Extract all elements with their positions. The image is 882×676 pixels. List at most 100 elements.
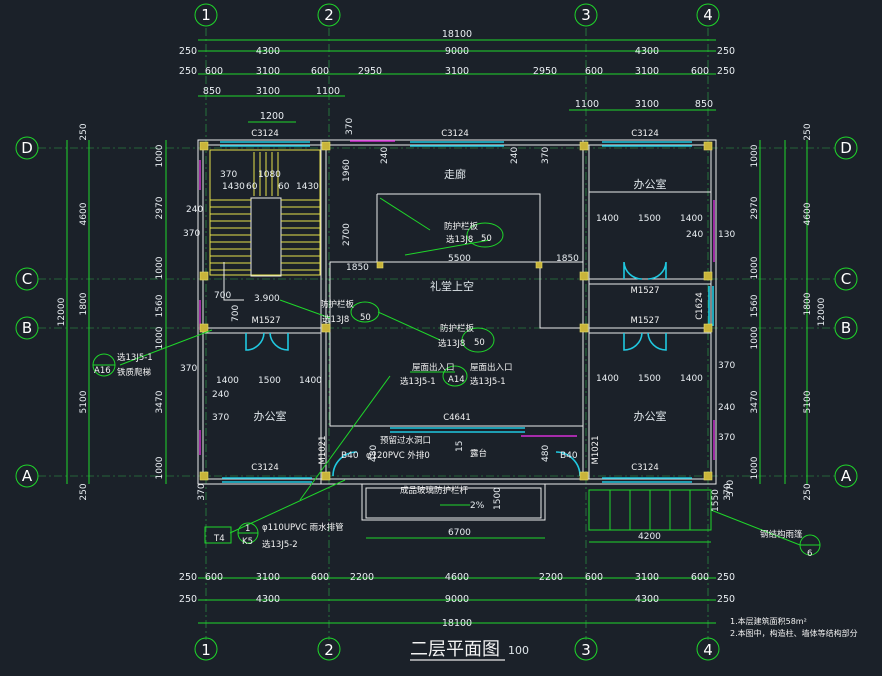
canopy bbox=[92, 197, 821, 556]
dim-text: 2950 bbox=[533, 66, 557, 77]
room-office-sw: 办公室 bbox=[254, 409, 287, 423]
label-drain: φ120PVC 外排0 bbox=[366, 450, 430, 461]
dim-text: 600 bbox=[691, 572, 709, 583]
dim-text: 240 bbox=[686, 230, 703, 240]
columns bbox=[199, 141, 713, 481]
dim-text: 250 bbox=[803, 483, 813, 500]
dim-text: 250 bbox=[79, 123, 89, 140]
label-steel-canopy: 钢结构雨篷 bbox=[760, 529, 803, 540]
dim-text: B40 bbox=[560, 451, 578, 461]
label-rain-pipe: φ110UPVC 雨水排管 bbox=[262, 522, 344, 533]
dim-text: 2970 bbox=[750, 196, 760, 219]
tag-door: M1527 bbox=[252, 316, 281, 326]
dim-top-overall: 18100 bbox=[442, 29, 472, 40]
tag-door: M1021 bbox=[318, 436, 328, 465]
label-ref: 选13J8 bbox=[438, 338, 465, 349]
tag-door: M1527 bbox=[631, 286, 660, 296]
dim-text: 1000 bbox=[750, 456, 760, 479]
dims-top-text: 18100 250 4300 9000 4300 250 250 600 310… bbox=[179, 29, 735, 122]
axis-1-top: 1 bbox=[201, 6, 211, 24]
dim-text: 480 bbox=[369, 445, 379, 462]
stair bbox=[209, 149, 321, 301]
dim-text: 370 bbox=[180, 364, 197, 374]
dim-text: 130 bbox=[718, 230, 735, 240]
dim-text: 1850 bbox=[556, 254, 579, 264]
dim-text: 600 bbox=[585, 66, 603, 77]
dim-text: 1000 bbox=[155, 256, 165, 279]
dim-text: 6700 bbox=[448, 528, 471, 538]
dim-text: B40 bbox=[341, 451, 359, 461]
dim-text: 1400 bbox=[596, 374, 619, 384]
walls bbox=[197, 139, 717, 521]
dim-text: 3100 bbox=[256, 66, 280, 77]
dim-text: 5100 bbox=[79, 390, 89, 413]
dim-text: 1500 bbox=[493, 487, 503, 510]
label-roof-access: 屋面出入口 bbox=[470, 362, 513, 373]
dim-text: 3100 bbox=[635, 99, 659, 110]
dim-bottom-overall: 18100 bbox=[442, 618, 472, 629]
drawing-scale: 100 bbox=[508, 644, 529, 657]
dim-text: 250 bbox=[717, 572, 735, 583]
dim-text: 600 bbox=[311, 66, 329, 77]
elevation-mark: 3.900 bbox=[254, 294, 280, 304]
dim-text: 1000 bbox=[750, 326, 760, 349]
dim-text: 1430 bbox=[296, 182, 319, 192]
dim-text: 5500 bbox=[448, 254, 471, 264]
tag-door: M1527 bbox=[631, 316, 660, 326]
dim-text: 3100 bbox=[635, 572, 659, 583]
drawing-title: 二层平面图 bbox=[410, 639, 500, 660]
dim-text: 1000 bbox=[155, 144, 165, 167]
dim-text: 4600 bbox=[445, 572, 469, 583]
axis-B-left: B bbox=[22, 319, 32, 337]
dim-text: 1400 bbox=[216, 376, 239, 386]
tag-window: C3124 bbox=[251, 129, 279, 139]
annotations: 防护栏板 选13J8 50 防护栏板 选13J8 50 防护栏板 选13J8 5… bbox=[94, 221, 812, 559]
label-ref: 选13J8 bbox=[446, 234, 473, 245]
label-glass-rail: 成品玻璃防护栏杆 bbox=[400, 485, 469, 496]
dim-text: 600 bbox=[205, 572, 223, 583]
axis-3-top: 3 bbox=[581, 6, 591, 24]
dim-text: 3100 bbox=[445, 66, 469, 77]
dim-text: 1000 bbox=[155, 456, 165, 479]
dim-text: 4300 bbox=[256, 46, 280, 57]
dim-text: 600 bbox=[205, 66, 223, 77]
dim-text: 4300 bbox=[635, 594, 659, 605]
axis-C-left: C bbox=[22, 270, 32, 288]
dim-text: 3470 bbox=[155, 390, 165, 413]
dim-text: 2200 bbox=[539, 572, 563, 583]
dim-text: 250 bbox=[79, 483, 89, 500]
dim-text: 1000 bbox=[750, 144, 760, 167]
dim-text: 240 bbox=[510, 147, 520, 164]
axis-C-right: C bbox=[841, 270, 851, 288]
axis-2-bottom: 2 bbox=[324, 641, 334, 659]
dim-text: 240 bbox=[718, 403, 735, 413]
dim-text: 1500 bbox=[638, 214, 661, 224]
wall-accents bbox=[199, 140, 715, 460]
dim-text: 370 bbox=[723, 483, 733, 500]
dim-text: 370 bbox=[345, 118, 355, 135]
dim-text: 700 bbox=[214, 291, 231, 301]
dim-text: 240 bbox=[212, 390, 229, 400]
dim-text: 9000 bbox=[445, 594, 469, 605]
dim-text: 1100 bbox=[316, 86, 340, 97]
dim-text: 1800 bbox=[803, 292, 813, 315]
dim-text: 1500 bbox=[638, 374, 661, 384]
axis-D-left: D bbox=[21, 139, 33, 157]
dim-text: 1200 bbox=[260, 111, 284, 122]
axis-4-bottom: 4 bbox=[703, 641, 713, 659]
dim-text: 700 bbox=[231, 305, 241, 322]
dim-text: 1000 bbox=[750, 256, 760, 279]
label-no: 50 bbox=[360, 313, 371, 323]
axis-A-right: A bbox=[841, 467, 852, 485]
dim-text: 12000 bbox=[57, 297, 67, 326]
axis-2-top: 2 bbox=[324, 6, 334, 24]
label-terrace: 露台 bbox=[470, 448, 487, 459]
label-ref: 选13J5-1 bbox=[117, 352, 153, 363]
dim-text: 250 bbox=[179, 46, 197, 57]
dim-text: 1560 bbox=[750, 294, 760, 317]
dim-text: 370 bbox=[220, 170, 237, 180]
note-1: 1.本层建筑面积58m² bbox=[730, 616, 807, 626]
dim-text: 250 bbox=[179, 572, 197, 583]
label-rail: 防护栏板 bbox=[440, 323, 475, 334]
